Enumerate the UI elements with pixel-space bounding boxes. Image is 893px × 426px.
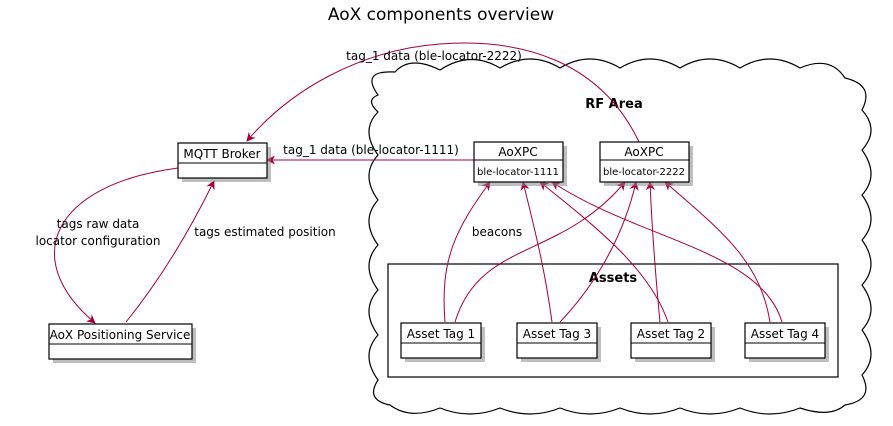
edge-label-beacons: beacons <box>472 225 522 239</box>
diagram-title: AoX components overview <box>328 5 554 25</box>
edge-mqtt-to-positioning <box>54 167 179 324</box>
edge-tag2-to-aoxpc2 <box>645 181 661 323</box>
edge-tag4-to-aoxpc1 <box>551 181 783 323</box>
edges <box>54 42 783 324</box>
edge-label-tag1-2222: tag_1 data (ble-locator-2222) <box>346 49 522 63</box>
aoxpc-2222-label: AoXPC <box>624 145 663 159</box>
mqtt-broker-node[interactable]: MQTT Broker <box>177 142 271 182</box>
edge-tag1-to-aoxpc2 <box>454 181 626 323</box>
edge-label-locator-configuration: locator configuration <box>35 234 160 248</box>
asset-tag-1-node[interactable]: Asset Tag 1 <box>400 322 485 362</box>
edge-tag2-to-aoxpc1 <box>539 181 669 323</box>
edge-tag3-to-aoxpc1 <box>520 181 553 323</box>
aoxpc-1111-field: ble-locator-1111 <box>477 167 559 178</box>
aoxpc-1111-node[interactable]: AoXPC ble-locator-1111 <box>473 141 567 186</box>
rf-area-label: RF Area <box>585 97 642 112</box>
mqtt-broker-label: MQTT Broker <box>183 147 260 161</box>
asset-tag-4-node[interactable]: Asset Tag 4 <box>744 322 829 362</box>
asset-tag-2-label: Asset Tag 2 <box>637 327 705 341</box>
edge-label-tag1-1111: tag_1 data (ble-locator-1111) <box>283 143 459 157</box>
asset-tag-2-node[interactable]: Asset Tag 2 <box>630 322 715 362</box>
asset-tag-3-node[interactable]: Asset Tag 3 <box>516 322 601 362</box>
asset-tag-1-label: Asset Tag 1 <box>407 327 475 341</box>
edge-tag1-to-aoxpc1 <box>443 181 491 323</box>
edge-label-tags-estimated-position: tags estimated position <box>194 225 336 239</box>
positioning-service-node[interactable]: AoX Positioning Service <box>48 323 196 363</box>
edge-positioning-to-mqtt <box>125 180 215 323</box>
edge-tag4-to-aoxpc2 <box>664 181 771 323</box>
aoxpc-2222-field: ble-locator-2222 <box>603 167 685 178</box>
edge-label-tags-raw-data: tags raw data <box>57 217 140 231</box>
asset-tag-4-label: Asset Tag 4 <box>751 327 819 341</box>
aoxpc-2222-node[interactable]: AoXPC ble-locator-2222 <box>599 141 693 186</box>
assets-label: Assets <box>589 271 638 286</box>
edge-tag3-to-aoxpc2 <box>559 181 639 323</box>
edge-aoxpc2-to-mqtt <box>246 42 640 143</box>
positioning-service-label: AoX Positioning Service <box>50 328 191 342</box>
aoxpc-1111-label: AoXPC <box>498 145 537 159</box>
asset-tag-3-label: Asset Tag 3 <box>523 327 591 341</box>
